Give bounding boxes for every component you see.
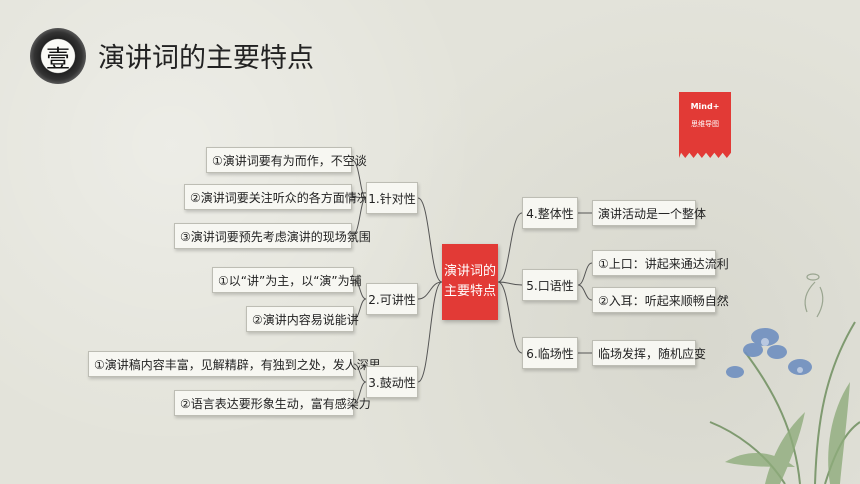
ink-circle-badge: 壹 (30, 28, 86, 84)
central-topic-line2: 主要特点 (443, 284, 496, 299)
page-title: 演讲词的主要特点 (98, 43, 314, 74)
central-topic-line1: 演讲词的 (443, 264, 496, 279)
leaf-1-1: ①演讲词要有为而作，不空谈 (206, 147, 367, 173)
leaf-4-1: 演讲活动是一个整体 (592, 200, 706, 226)
orchid-illustration (709, 273, 860, 484)
badge-label: 壹 (46, 44, 70, 73)
leaf-6-1: 临场发挥，随机应变 (592, 340, 706, 366)
branch-1: 1.针对性 (366, 182, 418, 214)
logo-line1: Mind+ (690, 102, 720, 111)
branch-5: 5.口语性 (522, 269, 578, 301)
leaf-2-1: ①以“讲”为主，以“演”为辅 (212, 267, 362, 293)
branch-4: 4.整体性 (522, 197, 578, 229)
branch-6: 6.临场性 (522, 337, 578, 369)
leaf-2-2: ②演讲内容易说能讲 (246, 306, 359, 332)
leaf-3-1: ①演讲稿内容丰富，见解精辟，有独到之处，发人深思 (88, 351, 381, 377)
leaf-5-2: ②入耳：听起来顺畅自然 (592, 287, 729, 313)
branch-3: 3.鼓动性 (366, 366, 418, 398)
leaf-1-3: ③演讲词要预先考虑演讲的现场氛围 (174, 223, 371, 249)
leaf-3-2: ②语言表达要形象生动，富有感染力 (174, 390, 371, 416)
logo-line2: 思维导图 (691, 120, 719, 128)
leaf-1-2: ②演讲词要关注听众的各方面情况 (184, 184, 369, 210)
central-topic: 演讲词的 主要特点 (442, 244, 498, 320)
branch-2: 2.可讲性 (366, 283, 418, 315)
leaf-5-1: ①上口：讲起来通达流利 (592, 250, 729, 276)
mind-map-logo: Mind+ 思维导图 (679, 92, 731, 158)
